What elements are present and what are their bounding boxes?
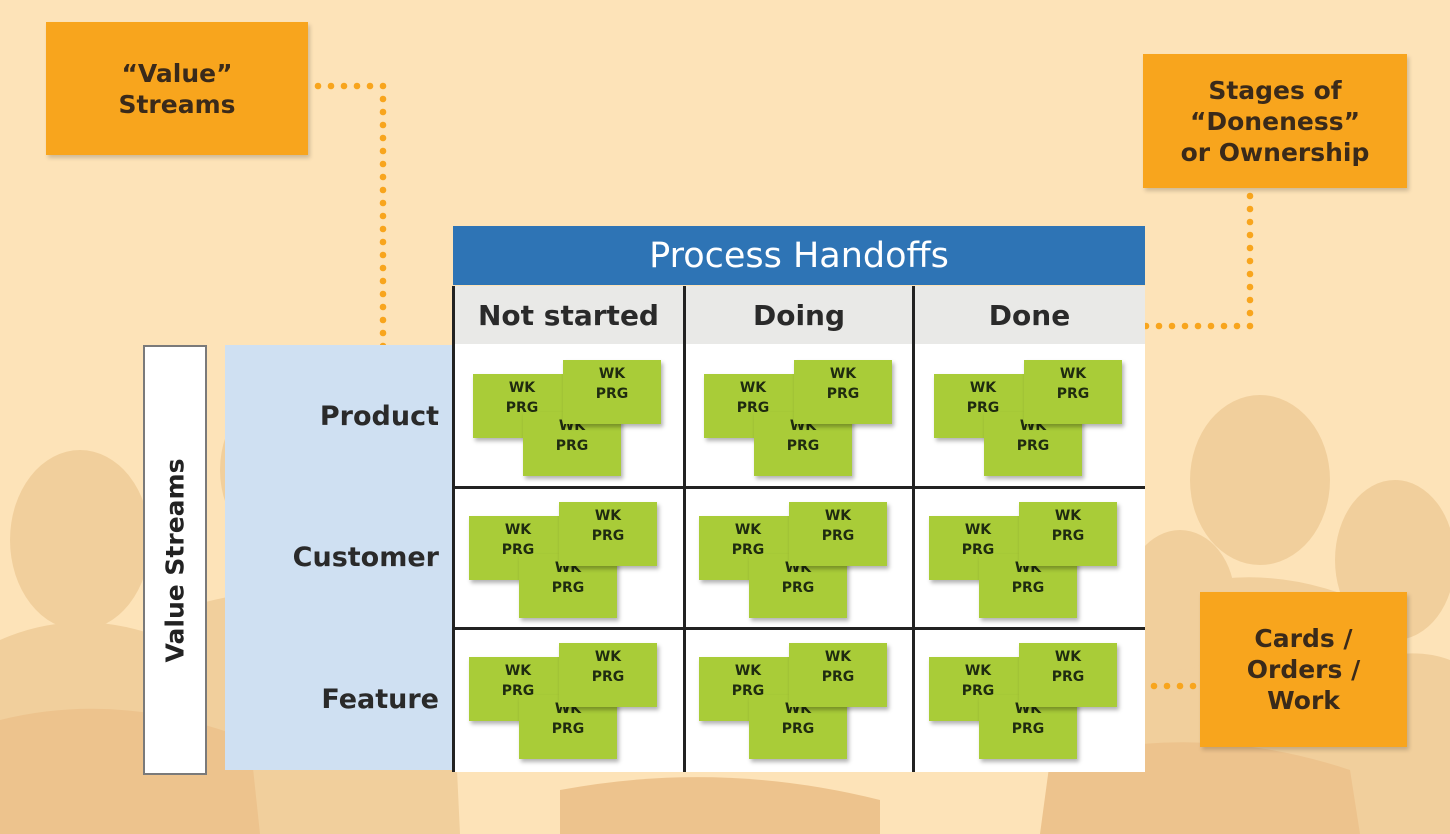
value-streams-callout: “Value” Streams: [46, 22, 308, 155]
row-divider: [453, 486, 1145, 489]
value-streams-callout-text: “Value” Streams: [118, 58, 236, 119]
row-header-feature: Feature: [225, 628, 453, 770]
row-header-customer: Customer: [225, 487, 453, 628]
board-title: Process Handoffs: [453, 226, 1145, 285]
stages-callout-text: Stages of “Doneness” or Ownership: [1180, 75, 1370, 167]
column-header-done: Done: [914, 286, 1145, 344]
column-header-doing: Doing: [685, 286, 913, 344]
row-header-product: Product: [225, 345, 453, 487]
value-streams-side-label-text: Value Streams: [160, 458, 190, 662]
column-divider: [452, 286, 455, 772]
column-divider: [683, 286, 686, 772]
row-divider: [453, 627, 1145, 630]
column-header-not-started: Not started: [453, 286, 684, 344]
column-divider: [912, 286, 915, 772]
cards-callout: Cards / Orders / Work: [1200, 592, 1407, 747]
stages-callout: Stages of “Doneness” or Ownership: [1143, 54, 1407, 188]
value-streams-side-label: Value Streams: [143, 345, 207, 775]
cards-callout-text: Cards / Orders / Work: [1246, 624, 1361, 715]
